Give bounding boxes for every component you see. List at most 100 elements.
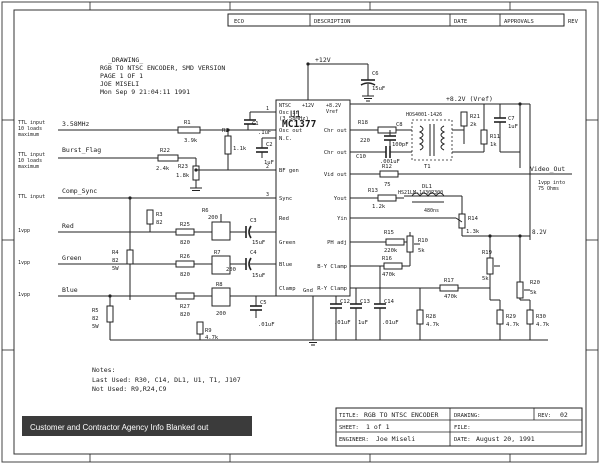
drawing-header: _DRAWING_ RGB TO NTSC ENCODER, SMD VERSI… xyxy=(100,56,225,96)
input-rgb: 1vpp Red 1vpp Green 1vpp Blue R3 82 R4 8… xyxy=(18,208,276,341)
part-value: .01uF xyxy=(334,320,351,326)
part-value: 470k xyxy=(382,272,396,278)
part-value: 15uF xyxy=(252,240,265,246)
part-ref: R7 xyxy=(214,250,221,256)
part-value: 1k xyxy=(490,142,497,148)
blanked-banner: Customer and Contractor Agency Info Blan… xyxy=(22,416,252,436)
part-ref: R17 xyxy=(444,278,454,284)
part-ref: C13 xyxy=(360,299,370,305)
chip-pin-number: 3 xyxy=(266,192,269,198)
part-value: .01uF xyxy=(258,322,275,328)
drawing-header-line: _DRAWING_ xyxy=(108,56,143,64)
part-ref: C14 xyxy=(384,299,395,305)
part-ref: R16 xyxy=(382,256,392,262)
chip-pin-right-label: Yin xyxy=(337,216,347,222)
chip-top-left-label: NTSC xyxy=(279,103,291,109)
label-8v2-right: 8.2V xyxy=(532,229,547,236)
tb-engineer-value: Joe Miseli xyxy=(376,435,415,443)
note-line: TTL input xyxy=(18,152,45,158)
chip-pin-right-label: Vid out xyxy=(324,172,347,178)
part-ref: R19 xyxy=(482,250,492,256)
rev-col-rev: REV xyxy=(568,19,579,25)
rev-col-date: DATE xyxy=(454,19,467,25)
part-ref: R18 xyxy=(358,120,368,126)
part-value: 1uF xyxy=(264,160,274,166)
chip-pin-right-label: B-Y Clamp xyxy=(317,264,347,270)
chip-pin-left-label: Blue xyxy=(279,262,292,268)
part-ref: R23 xyxy=(178,164,188,170)
tb-title-label: TITLE: xyxy=(339,413,359,419)
vpp-label: 1vpp xyxy=(18,292,30,298)
input-sync: TTL input Comp_Sync xyxy=(18,187,276,300)
part-ref: R14 xyxy=(468,216,479,222)
part-ref: R29 xyxy=(506,314,516,320)
part-value: 4.7k xyxy=(506,322,520,328)
part-ref: C10 xyxy=(356,154,366,160)
chip-pin-left-label: BF gen xyxy=(279,168,299,174)
part-value: .1uF xyxy=(258,130,271,136)
part-value: 5k xyxy=(418,248,425,254)
part-ref: C12 xyxy=(340,299,350,305)
tb-sheet-label: SHEET: xyxy=(339,425,359,431)
part-ref: R30 xyxy=(536,314,546,320)
chip-designator: U1 xyxy=(290,110,301,120)
drawing-header-line: PAGE 1 OF 1 xyxy=(100,72,143,80)
part-value: 2k xyxy=(470,122,477,128)
part-value: 5W xyxy=(92,324,99,330)
note-line: Vref xyxy=(326,109,338,115)
sync-label: Comp_Sync xyxy=(62,187,97,195)
part-ref: C8 xyxy=(396,122,403,128)
tb-rev-label: REV: xyxy=(538,413,551,419)
part-value: 1.2k xyxy=(372,204,386,210)
part-value: 200 xyxy=(208,215,218,221)
part-value: 5k xyxy=(482,276,489,282)
part-ref: C7 xyxy=(508,116,515,122)
drawing-header-line: RGB TO NTSC ENCODER, SMD VERSION xyxy=(100,64,225,72)
part-value: 15uF xyxy=(252,273,265,279)
chip-top-mid-label: +12V xyxy=(302,103,314,109)
part-ref: C4 xyxy=(250,250,257,256)
part-value: 82 xyxy=(112,258,119,264)
part-value: 470k xyxy=(444,294,458,300)
notes-last-used: Last Used: R30, C14, DL1, U1, T1, J107 xyxy=(92,376,241,384)
rev-col-eco: ECO xyxy=(234,19,244,25)
clock-label: 3.58MHz xyxy=(62,120,89,128)
part-value: HOS4001-1426 xyxy=(406,112,442,118)
part-value: 200 xyxy=(216,311,226,317)
notes: Notes: Last Used: R30, C14, DL1, U1, T1,… xyxy=(92,366,241,393)
rev-col-description: DESCRIPTION xyxy=(314,19,350,25)
note-line: 1vpp into xyxy=(538,180,565,186)
part-value: 5k xyxy=(530,290,537,296)
part-ref: T1 xyxy=(424,164,431,170)
sync-note: TTL input xyxy=(18,194,45,200)
chip-pin-number: 1 xyxy=(266,106,269,112)
drawing-border xyxy=(13,9,587,455)
chip-pin-right-label: Yout xyxy=(334,196,347,202)
chroma-section: R18 220 C8 100pF C10 .001uF HOS4001-1426… xyxy=(350,104,520,170)
chip-pin-number: 2 xyxy=(266,164,269,170)
part-value: 820 xyxy=(180,240,190,246)
part-value: 4.7k xyxy=(426,322,440,328)
adjust-section: R15 220k R10 5k R16 470k R17 470k R19 5k… xyxy=(276,230,550,341)
part-ref: R1 xyxy=(184,120,191,126)
part-value: 220k xyxy=(384,248,398,254)
note-line: 10 loads xyxy=(18,126,42,132)
part-value: 1uF xyxy=(358,320,368,326)
chip-pin-right-label: Chr out xyxy=(324,128,347,134)
part-value: 5W xyxy=(112,266,119,272)
part-value: .01uF xyxy=(382,320,399,326)
part-value: 1uF xyxy=(508,124,518,130)
part-ref: R22 xyxy=(160,148,170,154)
part-value: 820 xyxy=(180,312,190,318)
chip-pin-left-label: Osc out xyxy=(279,128,302,134)
blue-label: Blue xyxy=(62,286,78,294)
part-ref: R2 xyxy=(222,128,229,134)
rail-12v: +12V C6 15uF xyxy=(306,56,385,102)
